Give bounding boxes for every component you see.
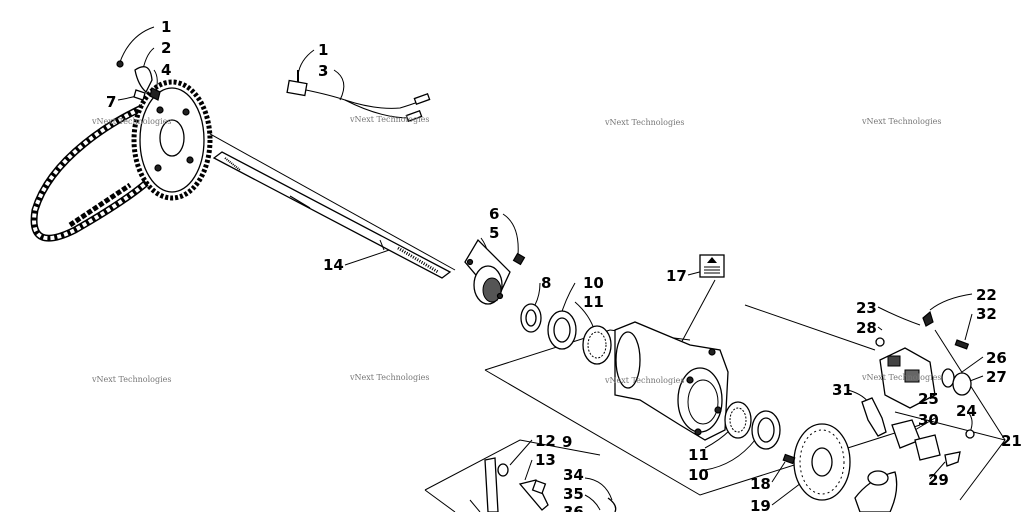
callout-30: 30 [918,411,939,429]
callout-25: 25 [918,390,939,408]
watermark-text-6: vNext Technologies [349,373,429,382]
callout-19: 19 [750,497,771,512]
brake-disc [782,423,851,501]
callout-1b: 1 [318,41,328,59]
callout-3: 3 [318,62,328,80]
callout-26: 26 [986,349,1007,367]
callout-8: 8 [541,274,551,292]
callout-11a: 11 [583,293,604,311]
callout-14: 14 [323,256,344,274]
callout-10b: 10 [688,466,709,484]
callout-21: 21 [1001,432,1022,450]
axle-housing [614,321,729,441]
speed-sensor [286,70,431,123]
callout-4: 4 [161,61,171,79]
bearing-flange [464,238,526,305]
sprocket [131,79,213,201]
callout-22: 22 [976,286,997,304]
wheel-hub [854,470,898,512]
callout-numbers: 1 2 4 7 1 3 14 6 5 8 10 11 17 9 12 13 11… [106,18,1022,512]
watermark-text-5: vNext Technologies [91,375,171,384]
callout-5: 5 [489,224,499,242]
callout-10a: 10 [583,274,604,292]
callout-29: 29 [928,471,949,489]
callout-31: 31 [832,381,853,399]
sprocket-hardware [116,60,161,101]
watermark-text-7: vNext Technologies [604,376,684,385]
callout-2: 2 [161,39,171,57]
watermark-text-3: vNext Technologies [604,118,684,127]
watermark-text-2: vNext Technologies [349,115,429,124]
callout-9: 9 [562,433,572,451]
watermark-text-8: vNext Technologies [861,373,941,382]
callout-6: 6 [489,205,499,223]
mount-bolts [469,457,617,512]
callout-18: 18 [750,475,771,493]
callout-1a: 1 [161,18,171,36]
callout-24: 24 [956,402,977,420]
watermark-text-4: vNext Technologies [861,117,941,126]
callout-32: 32 [976,305,997,323]
callout-23: 23 [856,299,877,317]
callout-27: 27 [986,368,1007,386]
callout-17: 17 [666,267,687,285]
callout-11b: 11 [688,446,709,464]
brake-pads [861,397,961,467]
watermark-text-1: vNext Technologies [91,117,171,126]
drive-chain [30,96,162,242]
brake-caliper [875,310,975,439]
axle-shaft [212,151,452,279]
callout-12: 12 [535,432,556,450]
callout-35: 35 [563,485,584,503]
bearings-left [520,303,612,365]
callout-36: 36 [563,503,584,512]
callout-34: 34 [563,466,584,484]
watermarks: vNext Technologies vNext Technologies vNex… [91,115,941,385]
callout-28: 28 [856,319,877,337]
bearings-right [724,401,781,450]
callout-7: 7 [106,93,116,111]
callout-13: 13 [535,451,556,469]
warning-label [699,254,725,278]
